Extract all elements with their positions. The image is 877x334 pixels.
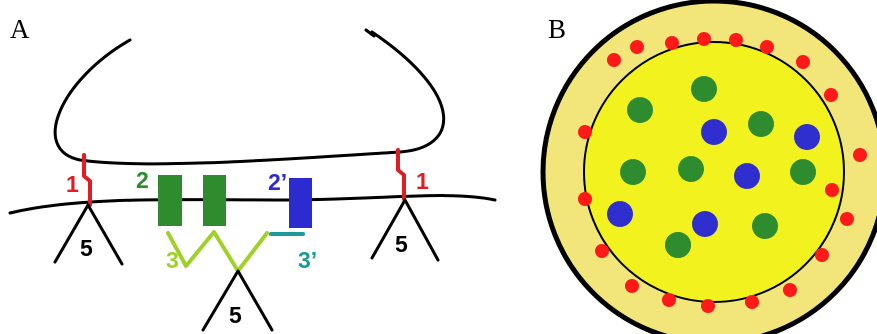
red-dot-1 — [607, 53, 621, 67]
red-dot-16 — [662, 293, 676, 307]
red-dot-20 — [578, 125, 592, 139]
left-red-label: 1 — [66, 171, 79, 197]
left-red-marker — [82, 153, 92, 207]
red-dot-19 — [578, 192, 592, 206]
right-five-triangle — [370, 198, 440, 262]
red-dot-8 — [824, 88, 838, 102]
upper-loop-tick — [364, 28, 376, 38]
right-red-marker — [396, 148, 406, 201]
red-dot-2 — [630, 40, 644, 54]
center-five-label: 5 — [229, 302, 242, 328]
red-dot-15 — [701, 299, 715, 313]
blue-dot-5 — [692, 211, 718, 237]
green-dot-9 — [752, 213, 778, 239]
red-dot-12 — [815, 248, 829, 262]
left-five-label: 5 — [80, 235, 93, 261]
panel-b: B — [540, 0, 877, 334]
green-dot-2 — [691, 76, 717, 102]
right-five-label: 5 — [395, 231, 408, 257]
panel-b-letter: B — [548, 14, 566, 44]
red-dot-11 — [840, 212, 854, 226]
green-two-label: 2 — [136, 167, 149, 193]
red-dot-10 — [825, 183, 839, 197]
green-dot-6 — [790, 159, 816, 185]
upper-loop-curve — [53, 30, 446, 166]
red-dot-3 — [665, 36, 679, 50]
red-dot-7 — [796, 55, 810, 69]
lime-zigzag — [166, 230, 269, 273]
blue-two-prime-label: 2’ — [268, 169, 287, 195]
red-dot-13 — [783, 283, 797, 297]
baseline-strand — [8, 194, 497, 215]
red-dot-18 — [595, 244, 609, 258]
green-box-right — [203, 175, 226, 226]
green-dot-4 — [620, 159, 646, 185]
red-dot-4 — [697, 32, 711, 46]
blue-dot-1 — [701, 119, 727, 145]
blue-dot-2 — [794, 124, 820, 150]
red-dot-6 — [760, 40, 774, 54]
blue-dot-3 — [734, 163, 760, 189]
panel-a-letter: A — [10, 14, 30, 44]
green-dot-1 — [627, 97, 653, 123]
red-dot-5 — [729, 33, 743, 47]
teal-three-prime-label: 3’ — [298, 247, 317, 273]
green-dot-5 — [678, 156, 704, 182]
red-dot-14 — [745, 295, 759, 309]
panel-a: A 1 1 5 5 2 2’ 3 3’ 5 — [8, 14, 497, 332]
blue-box — [289, 178, 312, 228]
right-red-label: 1 — [416, 168, 429, 194]
green-dot-8 — [665, 232, 691, 258]
green-box-left — [158, 175, 182, 226]
lime-three-label: 3 — [166, 247, 179, 273]
blue-dot-4 — [607, 201, 633, 227]
dot-layer — [578, 32, 867, 313]
left-five-triangle — [53, 203, 124, 266]
red-dot-17 — [625, 279, 639, 293]
red-dot-9 — [853, 148, 867, 162]
center-five-triangle — [201, 269, 274, 332]
green-dot-3 — [748, 111, 774, 137]
